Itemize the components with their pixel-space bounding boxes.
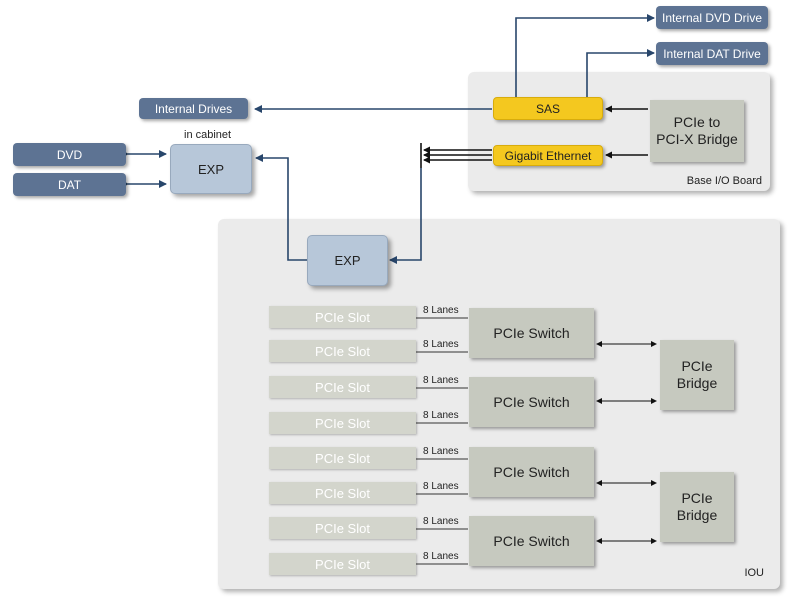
- pcie-slot: PCIe Slot: [269, 482, 416, 504]
- sas-node: SAS: [493, 97, 603, 120]
- pcie-switch: PCIe Switch: [469, 377, 594, 427]
- pcie-bridge: PCIe Bridge: [660, 340, 734, 410]
- internal-drives-node: Internal Drives: [139, 98, 248, 119]
- pcie-switch: PCIe Switch: [469, 447, 594, 497]
- pcie-to-pcix-bridge-node: PCIe to PCI-X Bridge: [650, 100, 744, 162]
- lanes-label: 8 Lanes: [423, 551, 459, 562]
- dat-node: DAT: [13, 173, 126, 196]
- base-io-board-label: Base I/O Board: [686, 175, 762, 187]
- pcie-slot: PCIe Slot: [269, 517, 416, 539]
- lanes-label: 8 Lanes: [423, 446, 459, 457]
- wire-iou-exp-cabinet-exp: [255, 154, 307, 261]
- lanes-label: 8 Lanes: [423, 375, 459, 386]
- lanes-label: 8 Lanes: [423, 339, 459, 350]
- pcie-slot: PCIe Slot: [269, 553, 416, 575]
- pcie-slot: PCIe Slot: [269, 340, 416, 362]
- cabinet-exp-node: EXP: [170, 144, 252, 194]
- pcie-switch: PCIe Switch: [469, 308, 594, 358]
- wire-to-iou-exp: [389, 168, 422, 264]
- in-cabinet-label: in cabinet: [184, 129, 232, 141]
- iou-label: IOU: [744, 567, 764, 579]
- pcie-bridge: PCIe Bridge: [660, 472, 734, 542]
- pcie-slot: PCIe Slot: [269, 376, 416, 398]
- wire-sas-dat: [586, 49, 655, 97]
- internal-dat-drive-node: Internal DAT Drive: [656, 42, 768, 65]
- lanes-label: 8 Lanes: [423, 516, 459, 527]
- lanes-label: 8 Lanes: [423, 410, 459, 421]
- pcie-slot: PCIe Slot: [269, 447, 416, 469]
- pcie-switch: PCIe Switch: [469, 516, 594, 566]
- lanes-label: 8 Lanes: [423, 481, 459, 492]
- pcie-slot: PCIe Slot: [269, 412, 416, 434]
- gigabit-ethernet-node: Gigabit Ethernet: [493, 145, 603, 166]
- dvd-node: DVD: [13, 143, 126, 166]
- iou-exp-node: EXP: [307, 235, 388, 286]
- pcie-slot: PCIe Slot: [269, 306, 416, 328]
- internal-dvd-drive-node: Internal DVD Drive: [656, 6, 768, 29]
- lanes-label: 8 Lanes: [423, 305, 459, 316]
- wire-sas-dvd: [515, 14, 655, 97]
